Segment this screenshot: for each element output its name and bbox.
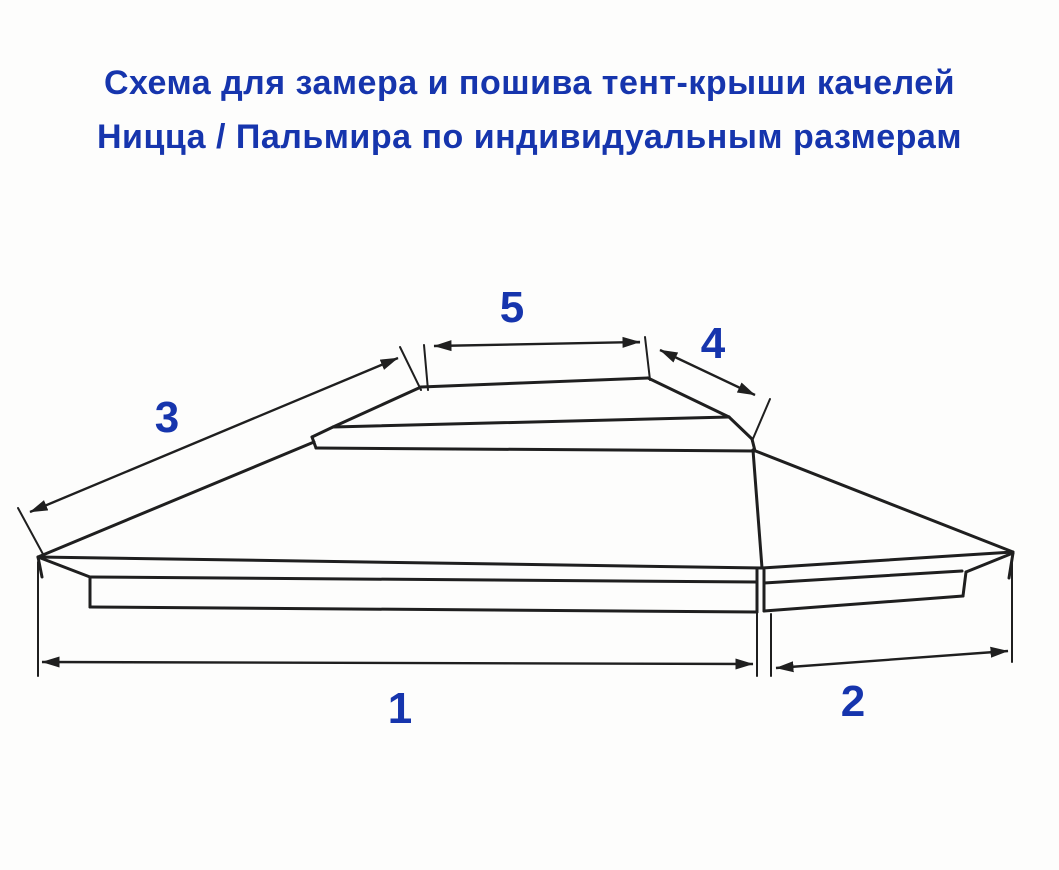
upper-roof-left-slope xyxy=(331,385,423,429)
dimension-4: 4 xyxy=(659,319,771,442)
main-roof xyxy=(36,440,1015,570)
dim5-tick-right xyxy=(644,336,651,381)
dim3-tick-bottom xyxy=(17,507,45,557)
skirt-side-top-edge xyxy=(762,569,964,585)
dim5-tick-left xyxy=(423,344,429,391)
dim3-tick-top xyxy=(399,346,422,391)
skirt-left-flap xyxy=(36,555,92,579)
dim4-arrow-line xyxy=(659,348,756,397)
upper-roof-top-edge xyxy=(419,376,650,389)
dimension-3: 3 xyxy=(17,346,422,557)
upper-band-bottom-edge xyxy=(314,446,757,453)
dim1-arrow-line xyxy=(41,656,754,670)
dim3-arrow-line xyxy=(29,356,399,514)
dim1-label: 1 xyxy=(388,684,412,733)
skirt-right-flap xyxy=(964,551,1015,574)
dim5-label: 5 xyxy=(500,283,524,332)
dim4-tick-bottom xyxy=(751,398,771,442)
skirt-front-bottom-edge xyxy=(88,605,759,614)
skirt-front-top-edge xyxy=(88,575,759,584)
upper-roof xyxy=(310,376,757,453)
main-roof-back-right-hip xyxy=(751,448,1015,554)
skirt-side-right-edge xyxy=(961,570,968,598)
main-roof-side-eave xyxy=(760,550,1015,570)
dim2-label: 2 xyxy=(841,677,865,726)
dim4-label: 4 xyxy=(701,319,726,368)
upper-band-left-flare xyxy=(310,425,335,439)
dimension-1: 1 xyxy=(37,561,758,733)
skirt-left-corner-tick xyxy=(36,555,44,579)
dimension-5: 5 xyxy=(423,283,651,391)
dim3-label: 3 xyxy=(155,393,179,442)
main-roof-front-right-hip xyxy=(751,448,764,570)
upper-roof-right-slope xyxy=(646,376,731,419)
upper-roof-face-bottom xyxy=(331,415,731,429)
upper-band-right-flare xyxy=(727,415,754,441)
skirt-side-bottom-edge xyxy=(762,594,965,613)
main-roof-left-hip xyxy=(36,440,316,559)
dim2-arrow-line xyxy=(775,646,1009,673)
title-line-2: Ницца / Пальмира по индивидуальным разме… xyxy=(97,118,962,156)
page-title: Схема для замера и пошива тент-крыши кач… xyxy=(0,56,1059,164)
main-roof-front-eave xyxy=(36,555,764,570)
dimension-2: 2 xyxy=(770,559,1013,726)
dim5-arrow-line xyxy=(433,336,641,352)
title-line-1: Схема для замера и пошива тент-крыши кач… xyxy=(103,64,956,102)
